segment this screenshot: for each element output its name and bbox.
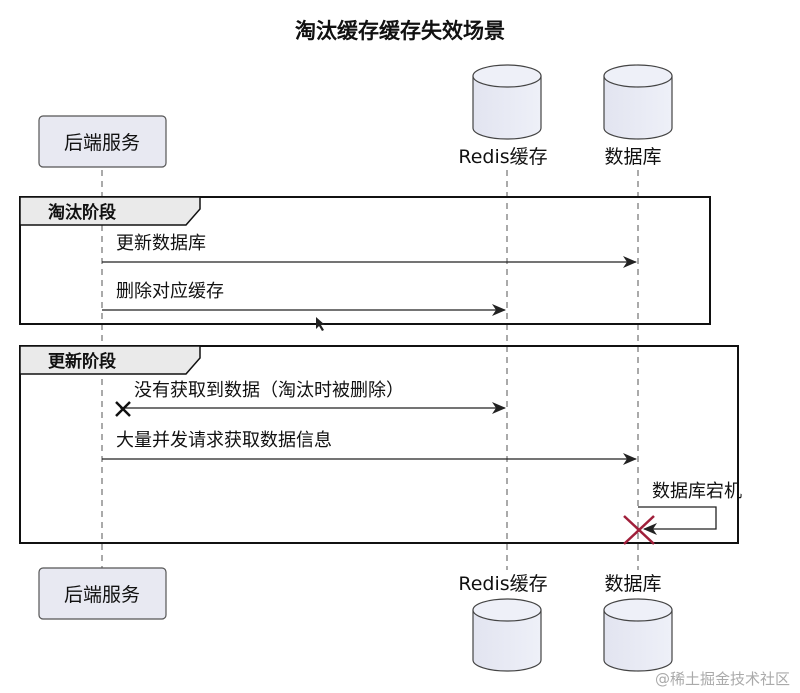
participant-service-bottom: 后端服务 — [38, 567, 167, 620]
participant-db-label: 数据库 — [604, 573, 661, 595]
group-update: 更新阶段 — [19, 345, 739, 544]
diagram-title: 淘汰缓存缓存失效场景 — [295, 19, 505, 43]
group-evict: 淘汰阶段 — [19, 196, 711, 325]
participant-service-label: 后端服务 — [64, 584, 140, 606]
database-icon — [603, 598, 673, 672]
participant-service-label: 后端服务 — [64, 132, 140, 154]
message-no-data: 没有获取到数据（淘汰时被删除） — [134, 380, 404, 401]
cursor-icon — [316, 317, 325, 331]
message-delete-cache: 删除对应缓存 — [116, 281, 224, 302]
watermark: @稀土掘金技术社区 — [655, 670, 790, 688]
group-evict-label: 淘汰阶段 — [48, 202, 116, 223]
database-icon — [472, 64, 542, 140]
arrow-db-down — [638, 506, 717, 535]
participant-redis-label: Redis缓存 — [458, 146, 547, 168]
message-db-down: 数据库宕机 — [652, 481, 742, 502]
group-update-label: 更新阶段 — [48, 351, 116, 372]
lost-message-x-icon — [115, 401, 131, 417]
participant-service-top: 后端服务 — [38, 115, 167, 168]
database-icon — [472, 598, 542, 672]
message-update-db: 更新数据库 — [116, 233, 206, 254]
message-flood: 大量并发请求获取数据信息 — [116, 430, 332, 451]
participant-db-label: 数据库 — [604, 146, 661, 168]
destroy-x-icon — [623, 515, 655, 545]
participant-redis-label: Redis缓存 — [458, 573, 547, 595]
database-icon — [603, 64, 673, 140]
